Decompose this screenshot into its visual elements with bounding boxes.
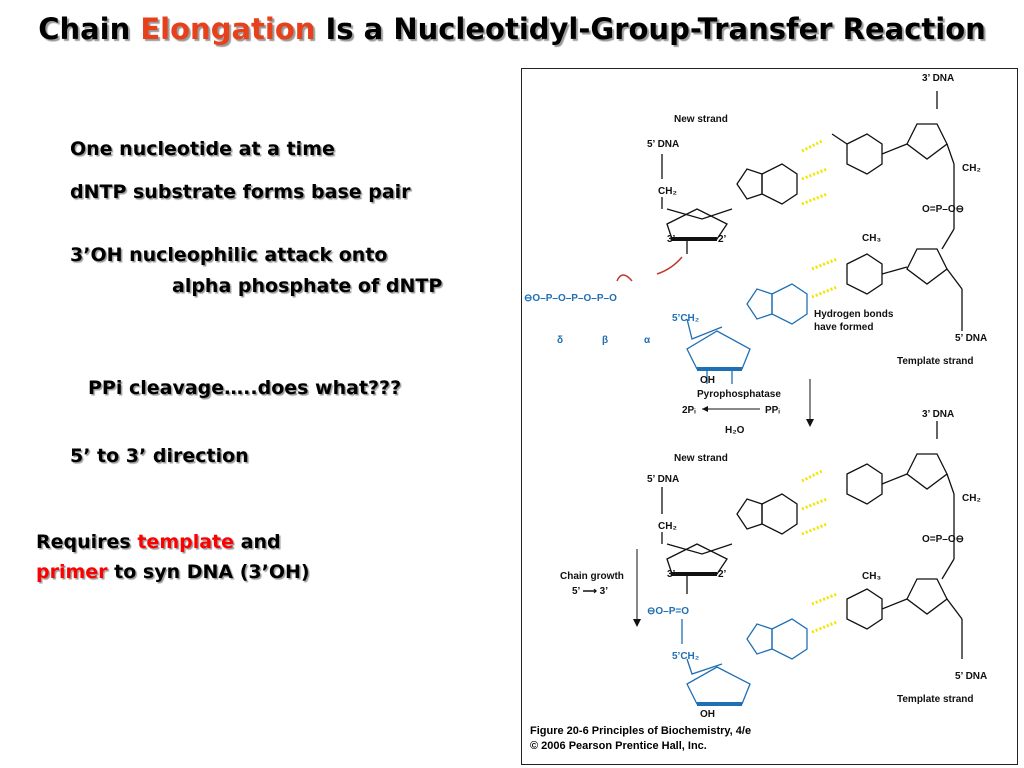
top-ch2-template: CH₂ <box>962 163 981 174</box>
reaction-water: H₂O <box>725 425 745 436</box>
title-highlight: Elongation <box>140 12 316 46</box>
bottom-new-strand-label: New strand <box>674 453 728 464</box>
new-phosphodiester: ⊖O–P=O <box>647 606 689 617</box>
hbonds-label-2: have formed <box>814 322 873 333</box>
bottom-dna5-template: 5’ DNA <box>955 671 987 682</box>
title-part1: Chain <box>38 12 141 46</box>
bottom-ch2-template: CH₂ <box>962 493 981 504</box>
requires-text: Requires <box>36 531 138 553</box>
top-oh-label: OH <box>700 375 715 386</box>
alpha-label: α <box>644 335 651 346</box>
dntp-triphosphate: ⊖O–P–O–P–O–P–O δ β α <box>524 293 651 346</box>
bullet-requires-line1: Requires template and <box>36 531 281 553</box>
hbonds-gc-top <box>801 139 828 206</box>
hbonds-label-1: Hydrogen bonds <box>814 309 894 320</box>
figure-caption: Figure 20-6 Principles of Biochemistry, … <box>530 724 751 754</box>
new-phosphate-bottom: ⊖O–P=O <box>647 606 689 617</box>
bullet-ppi-cleavage: PPi cleavage…..does what??? <box>88 377 402 399</box>
and-text: and <box>234 531 281 553</box>
template-backbone-top <box>906 91 963 331</box>
bullet-direction: 5’ to 3’ direction <box>70 445 249 467</box>
bottom-3prime: 3’ <box>667 569 676 580</box>
bullet-nucleophilic-line1: 3’OH nucleophilic attack onto <box>70 244 388 266</box>
top-dna3-label: 3’ DNA <box>922 73 954 84</box>
new-sugar-bottom <box>681 619 751 706</box>
template-word: template <box>137 531 235 553</box>
transition-arrowhead <box>806 419 814 427</box>
template-backbone-bottom <box>906 421 963 659</box>
nucleotide-transfer-figure: 3’ DNA CH₂ O=P–O⊖ 5’ DNA Template strand… <box>521 68 1018 765</box>
reaction-left: 2Pᵢ <box>682 405 696 416</box>
cytosine-ring-bottom <box>846 463 908 505</box>
bottom-dna5-label: 5’ DNA <box>647 474 679 485</box>
chain-growth-label: Chain growth <box>560 571 624 582</box>
attack-arrow <box>656 256 683 275</box>
guanine-ring-top <box>736 163 798 205</box>
delta-label: δ <box>557 335 563 346</box>
thymine-ring-bottom <box>846 588 908 630</box>
bottom-ch2-primer: CH₂ <box>658 521 677 532</box>
bullet-one-nucleotide: One nucleotide at a time <box>70 138 335 160</box>
bullet-nucleophilic-line2: alpha phosphate of dNTP <box>172 275 443 297</box>
reaction-right: PPᵢ <box>765 405 780 416</box>
top-2prime: 2’ <box>718 234 727 245</box>
top-ch2-primer: CH₂ <box>658 186 677 197</box>
syn-dna-text: to syn DNA (3’OH) <box>107 561 310 583</box>
chain-growth-arrowhead <box>633 619 641 627</box>
primer-word: primer <box>36 561 108 583</box>
top-template-strand-label: Template strand <box>897 356 974 367</box>
bottom-phosphate-template: O=P–O⊖ <box>922 534 964 545</box>
primer-sugar-top <box>661 154 733 254</box>
bottom-dna3-label: 3’ DNA <box>922 409 954 420</box>
caption-line2: © 2006 Pearson Prentice Hall, Inc. <box>530 740 707 752</box>
top-phosphate-template: O=P–O⊖ <box>922 204 964 215</box>
slide-title: Chain Elongation Is a Nucleotidyl-Group-… <box>0 12 1024 46</box>
chain-growth-direction: 5’ ⟶ 3’ <box>572 586 608 597</box>
mechanism-diagram: 3’ DNA CH₂ O=P–O⊖ 5’ DNA Template strand… <box>524 73 987 719</box>
top-3prime: 3’ <box>667 234 676 245</box>
bottom-2prime: 2’ <box>718 569 727 580</box>
cytosine-ring-top <box>831 133 908 175</box>
title-part2: Is a Nucleotidyl-Group-Transfer Reaction <box>315 12 986 46</box>
bullet-requires-line2: primer to syn DNA (3’OH) <box>36 561 310 583</box>
dntp-sugar <box>686 318 751 384</box>
bottom-template-strand-label: Template strand <box>897 694 974 705</box>
hbonds-at-top <box>811 257 838 299</box>
primer-sugar-bottom <box>661 487 733 594</box>
bottom-c5-label: 5’CH₂ <box>672 651 699 662</box>
caption-line1: Figure 20-6 Principles of Biochemistry, … <box>530 725 752 737</box>
release-arrow <box>616 274 633 282</box>
top-c5-label: 5’CH₂ <box>672 313 699 324</box>
top-ch3-label: CH₃ <box>862 233 881 244</box>
top-dna5-label: 5’ DNA <box>647 139 679 150</box>
reaction-arrowhead <box>702 406 708 412</box>
triphosphate-chain: ⊖O–P–O–P–O–P–O <box>524 293 617 304</box>
hbonds-gc-bottom <box>801 469 828 536</box>
pyrophosphatase-label: Pyrophosphatase <box>697 389 781 400</box>
beta-label: β <box>602 335 608 346</box>
top-new-strand-label: New strand <box>674 114 728 125</box>
top-dna5-template: 5’ DNA <box>955 333 987 344</box>
adenine-ring-bottom <box>746 618 808 660</box>
adenine-ring-top <box>746 283 808 325</box>
bottom-ch3-label: CH₃ <box>862 571 881 582</box>
hbonds-at-bottom <box>811 592 838 634</box>
guanine-ring-bottom <box>736 493 798 535</box>
bottom-oh-label: OH <box>700 709 715 719</box>
bullet-dntp-base-pair: dNTP substrate forms base pair <box>70 181 411 203</box>
thymine-ring-top <box>846 253 908 295</box>
